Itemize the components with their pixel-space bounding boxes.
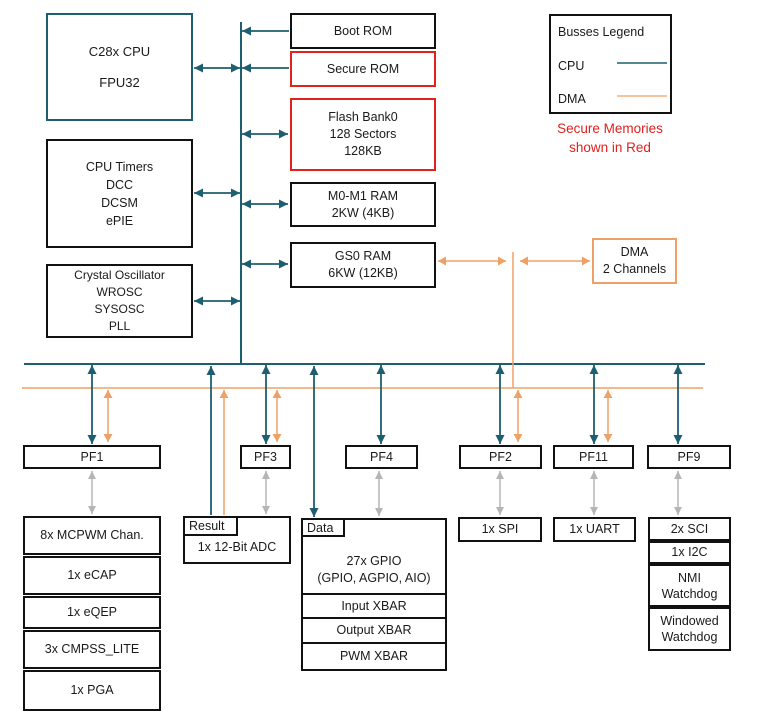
gs0-ram-block: GS0 RAM 6KW (12KB) (290, 242, 436, 288)
pf9-label: PF9 (677, 449, 701, 464)
adc-label: 1x 12-Bit ADC (197, 539, 277, 554)
gpio-data-tab: Data (301, 518, 345, 537)
epie-label: ePIE (105, 213, 134, 228)
pf11-block: PF11 (553, 445, 634, 469)
eqep-label: 1x eQEP (66, 605, 118, 619)
pf-cpu-arrows (87, 365, 683, 444)
nmi-watchdog-block: NMI Watchdog (648, 564, 731, 607)
mcpwm-block: 8x MCPWM Chan. (23, 516, 161, 555)
secure-rom-block: Secure ROM (290, 51, 436, 87)
c28x-cpu-block: C28x CPU FPU32 (46, 13, 193, 121)
legend-title: Busses Legend (558, 25, 645, 39)
input-xbar-label: Input XBAR (341, 598, 407, 613)
c28x-cpu-label: C28x CPU (88, 44, 151, 59)
output-xbar-row: Output XBAR (303, 617, 445, 642)
legend-cpu-label: CPU (558, 59, 585, 73)
pf-dma-arrows (103, 390, 613, 442)
pll-label: PLL (108, 319, 131, 333)
adc-result-tab: Result (183, 516, 238, 536)
pf11-label: PF11 (579, 449, 608, 464)
dma-channels-label: 2 Channels (602, 262, 667, 276)
windowed-label-line2: Watchdog (661, 630, 718, 644)
pf9-block: PF9 (647, 445, 731, 469)
pf1-label: PF1 (80, 449, 104, 464)
pf-peripheral-arrows (88, 471, 682, 516)
sci-label: 2x SCI (670, 521, 709, 536)
gpio-data-tab-label: Data (307, 520, 334, 535)
sci-block: 2x SCI (648, 517, 731, 541)
wrosc-label: WROSC (96, 285, 143, 299)
m0m1-name-label: M0-M1 RAM (327, 188, 399, 203)
pf4-block: PF4 (345, 445, 418, 469)
pga-block: 1x PGA (23, 670, 161, 711)
cpu-timers-label: CPU Timers (85, 159, 154, 174)
sysosc-label: SYSOSC (94, 302, 145, 316)
gpio-block: 27x GPIO (GPIO, AGPIO, AIO) Input XBAR O… (301, 518, 447, 671)
pf4-label: PF4 (370, 449, 393, 464)
uart-block: 1x UART (553, 517, 636, 542)
dcc-label: DCC (105, 177, 134, 192)
secure-note-line2: shown in Red (569, 140, 651, 155)
dma-name-label: DMA (620, 245, 649, 259)
ecap-label: 1x eCAP (67, 568, 117, 582)
mcpwm-label: 8x MCPWM Chan. (40, 528, 144, 542)
pf1-block: PF1 (23, 445, 161, 469)
flash-size-label: 128KB (344, 144, 382, 158)
pf2-label: PF2 (489, 449, 512, 464)
output-xbar-label: Output XBAR (336, 623, 412, 637)
gpio-count-label: 27x GPIO (346, 554, 402, 568)
busses-legend: Busses Legend CPU DMA (549, 14, 672, 114)
gs0-name-label: GS0 RAM (334, 249, 392, 263)
pf2-block: PF2 (459, 445, 542, 469)
eqep-block: 1x eQEP (23, 596, 161, 629)
pwm-xbar-label: PWM XBAR (339, 649, 409, 663)
spi-label: 1x SPI (481, 522, 519, 536)
nmi-label-line2: Watchdog (661, 586, 718, 601)
cmpss-block: 3x CMPSS_LITE (23, 630, 161, 669)
flash-name-label: Flash Bank0 (328, 110, 398, 124)
crystal-osc-label: Crystal Oscillator (74, 268, 165, 282)
m0m1-ram-block: M0-M1 RAM 2KW (4KB) (290, 182, 436, 227)
boot-rom-block: Boot ROM (290, 13, 436, 49)
pwm-xbar-row: PWM XBAR (303, 642, 445, 669)
pga-label: 1x PGA (70, 683, 114, 697)
cpu-timers-block: CPU Timers DCC DCSM ePIE (46, 139, 193, 248)
fpu32-label: FPU32 (99, 75, 140, 90)
gpio-types-label: (GPIO, AGPIO, AIO) (317, 571, 431, 585)
adc-result-tab-label: Result (189, 519, 225, 533)
windowed-label-line1: Windowed (660, 614, 719, 628)
gs0-size-label: 6KW (12KB) (328, 266, 398, 280)
secure-rom-label: Secure ROM (326, 61, 400, 76)
input-xbar-row: Input XBAR (303, 593, 445, 617)
secure-memories-note: Secure Memories shown in Red (545, 119, 675, 157)
m0m1-size-label: 2KW (4KB) (331, 205, 395, 220)
i2c-block: 1x I2C (648, 541, 731, 564)
windowed-watchdog-block: Windowed Watchdog (648, 607, 731, 651)
pf3-label: PF3 (254, 449, 277, 464)
i2c-label: 1x I2C (671, 545, 708, 559)
flash-bank0-block: Flash Bank0 128 Sectors 128KB (290, 98, 436, 171)
spi-block: 1x SPI (458, 517, 542, 542)
cmpss-label: 3x CMPSS_LITE (44, 642, 140, 656)
flash-sectors-label: 128 Sectors (329, 127, 397, 141)
clock-block: Crystal Oscillator WROSC SYSOSC PLL (46, 264, 193, 338)
pf3-block: PF3 (240, 445, 291, 469)
cpu-memory-arrows (194, 26, 289, 306)
uart-label: 1x UART (569, 522, 620, 536)
dcsm-label: DCSM (101, 195, 138, 210)
gpio-summary: 27x GPIO (GPIO, AGPIO, AIO) (303, 520, 445, 593)
ecap-block: 1x eCAP (23, 556, 161, 595)
boot-rom-label: Boot ROM (333, 23, 393, 38)
dma-block: DMA 2 Channels (592, 238, 677, 284)
secure-note-line1: Secure Memories (557, 121, 663, 136)
nmi-label-line1: NMI (678, 570, 701, 585)
direct-peripheral-lines (206, 366, 319, 517)
legend-dma-label: DMA (558, 92, 586, 106)
